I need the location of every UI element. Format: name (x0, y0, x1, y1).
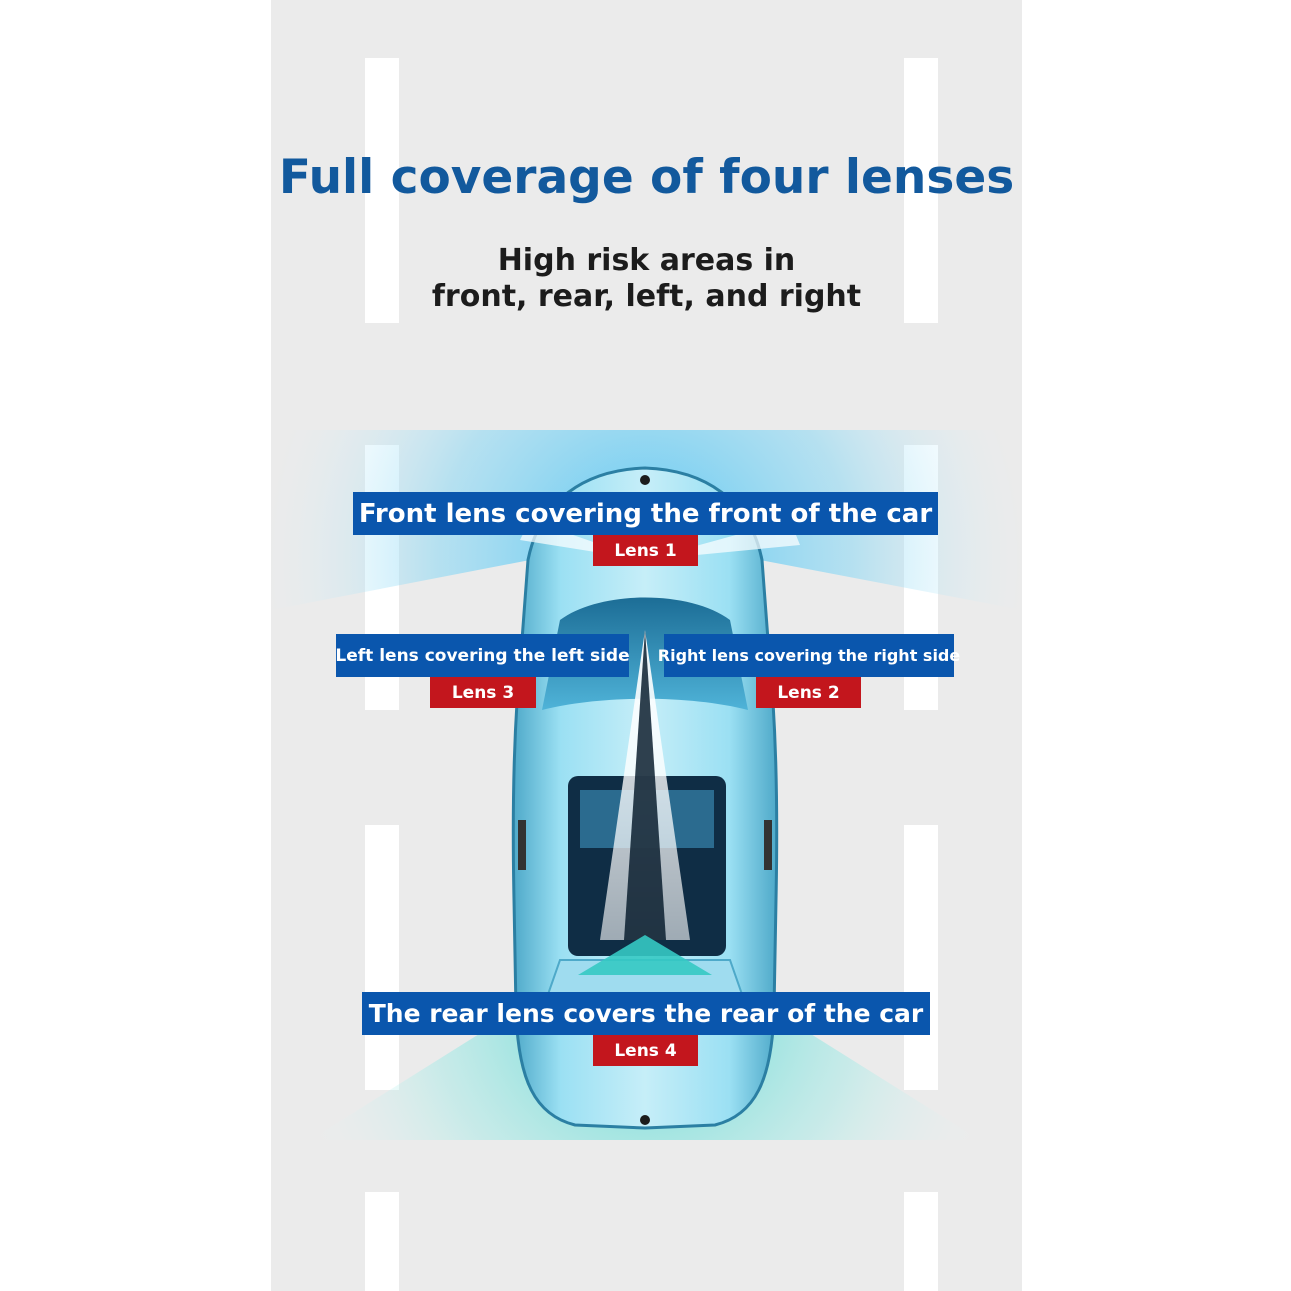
subtitle-line-2: front, rear, left, and right (431, 279, 862, 314)
page-subtitle: High risk areas in front, rear, left, an… (271, 243, 1022, 315)
lane-marking (904, 825, 938, 1090)
front-lens-tag: Lens 1 (593, 535, 698, 566)
lane-marking (365, 1192, 399, 1291)
rear-lens-tag: Lens 4 (593, 1035, 698, 1066)
right-lens-tag: Lens 2 (756, 677, 861, 708)
lane-marking (904, 58, 938, 323)
subtitle-line-1: High risk areas in (497, 243, 796, 278)
rear-lens-dot (640, 1115, 650, 1125)
rear-lens-caption: The rear lens covers the rear of the car (362, 992, 930, 1035)
page-title: Full coverage of four lenses (278, 150, 1015, 205)
left-lens-caption: Left lens covering the left side (335, 634, 630, 677)
front-lens-dot (640, 475, 650, 485)
lane-marking (365, 825, 399, 1090)
left-lens-tag: Lens 3 (430, 677, 536, 708)
front-lens-caption: Front lens covering the front of the car (353, 492, 938, 535)
lane-marking (365, 58, 399, 323)
rear-coverage-marker (578, 935, 712, 975)
lane-marking (904, 1192, 938, 1291)
right-lens-caption: Right lens covering the right side (658, 634, 960, 677)
